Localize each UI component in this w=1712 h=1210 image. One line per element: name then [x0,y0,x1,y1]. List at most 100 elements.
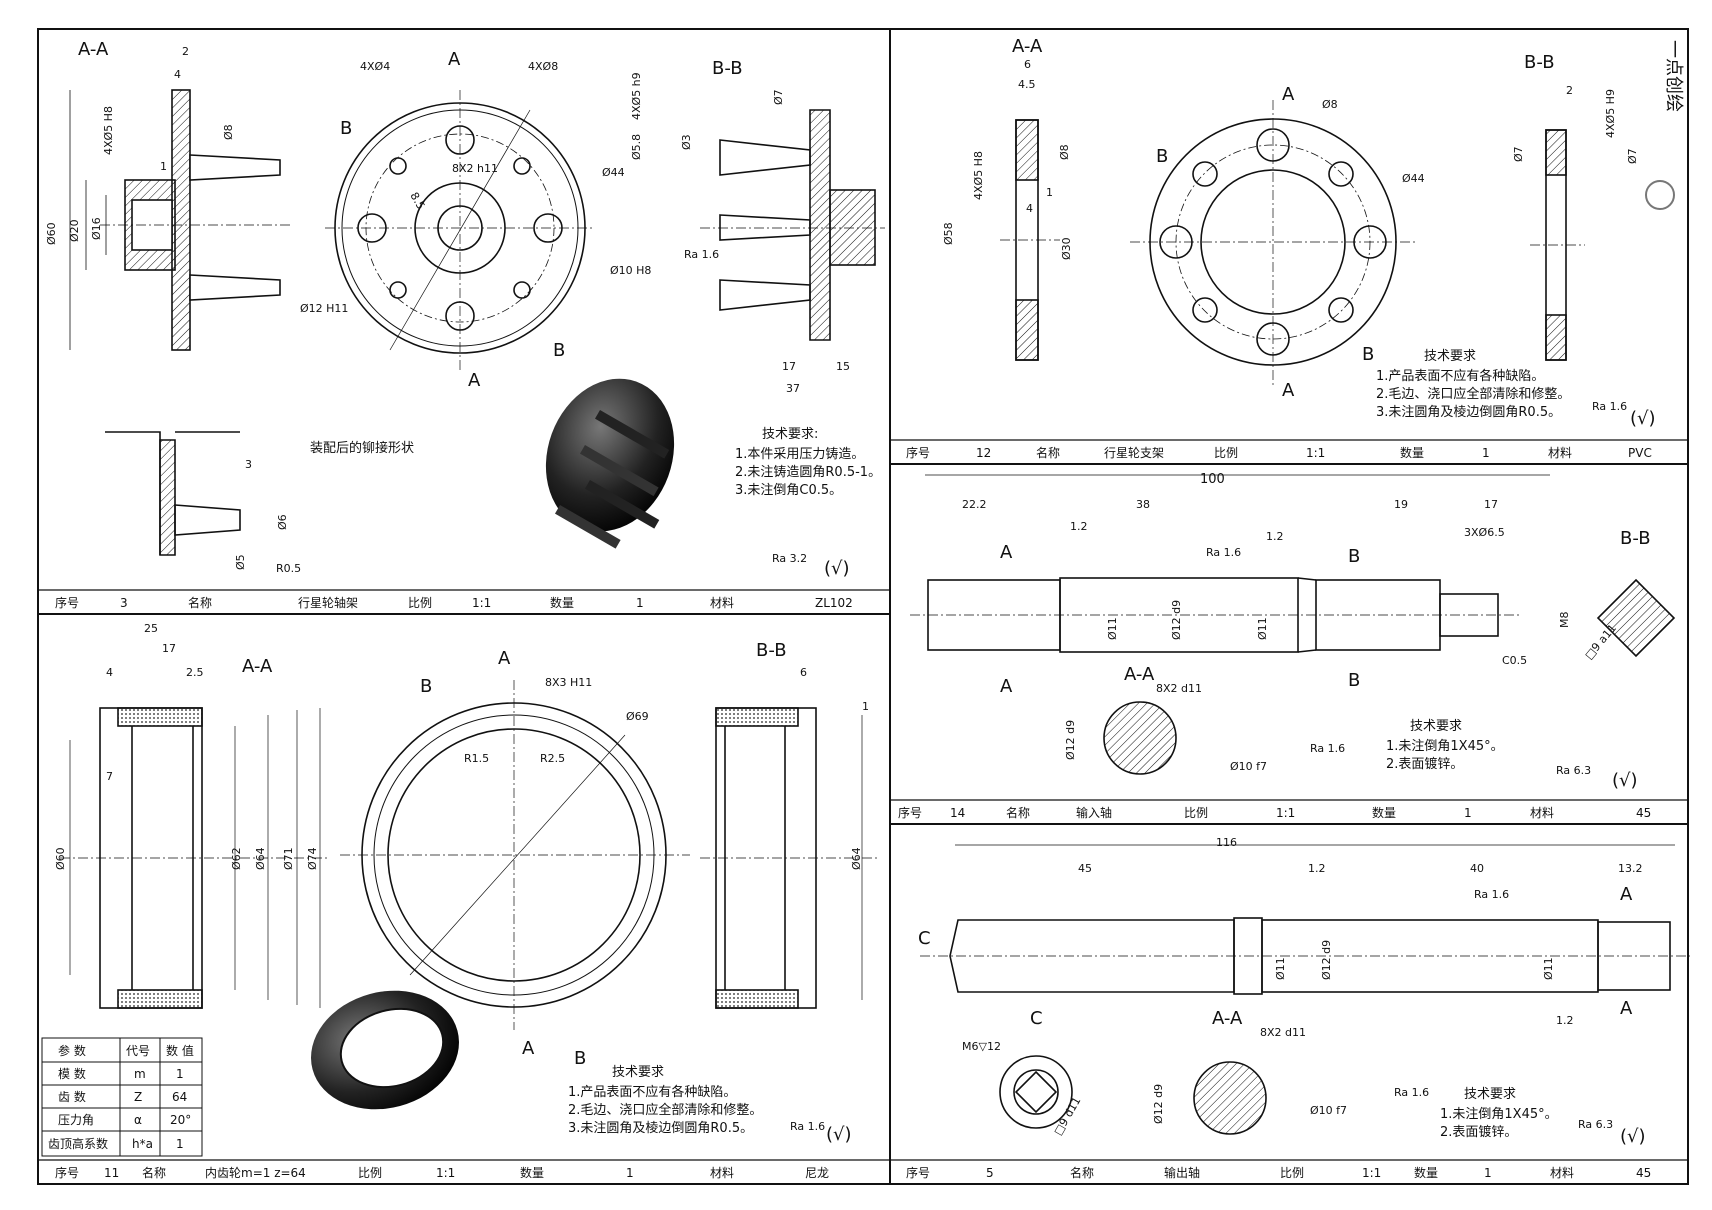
ring-sec-a: A [498,648,511,669]
output-view-aa: A-A [1212,1008,1243,1029]
output-dim: 13.2 [1618,862,1643,875]
carrier-dim: 1 [160,160,167,173]
bracket-dim: Ø8 [1322,98,1338,111]
input-ra: Ra 6.3 [1556,764,1591,777]
bracket-dim: Ø44 [1402,172,1425,185]
output-shaft-panel: 116 45 1.2 40 13.2 Ra 1.6 C A A Ø11 Ø12 … [890,836,1690,1180]
drawing-label: 1:1 [1306,446,1325,460]
carrier-dim: 4XØ4 [360,60,390,73]
carrier-dim: Ø5.8 [630,134,643,160]
input-shaft-panel: 100 22.2 38 19 17 1.2 1.2 3XØ6.5 Ra 1.6 … [890,472,1688,820]
input-dim: 22.2 [962,498,987,511]
drawing-label: 数 值 [166,1043,194,1058]
carrier-ra: Ra 3.2 [772,552,807,565]
ring-dim: Ø64 [850,847,863,870]
carrier-dim: Ø60 [45,222,58,245]
input-tech-line: 1.未注倒角1X45°。 [1386,739,1504,754]
drawing-label: 数量 [1372,805,1396,820]
drawing-label: 行星轮支架 [1104,446,1164,460]
ring-section-view [60,707,330,1009]
drawing-label: 数量 [1414,1165,1438,1180]
input-dim: 1.2 [1070,520,1088,533]
ring-tech-title: 技术要求 [612,1065,664,1080]
output-titleblock-text: 序号 5 名称 输出轴 比例 1:1 数量 1 材料 45 [906,1165,1651,1180]
carrier-sec-a: A [468,370,481,391]
bracket-dim: Ø58 [942,222,955,245]
drawing-label: 名称 [1006,805,1030,820]
drawing-label: 序号 [906,445,930,460]
ring-panel: A-A 25 17 4 2.5 7 Ø60 Ø62 Ø64 Ø71 Ø74 [38,622,890,1180]
drawing-label: 名称 [1070,1165,1094,1180]
input-dim: 17 [1484,498,1498,511]
bracket-sec-a: A [1282,84,1295,105]
carrier-dim: Ø12 H11 [300,302,348,315]
bracket-side-view [1530,129,1585,361]
output-ra: Ra 1.6 [1474,888,1509,901]
drawing-label: 材料 [1548,446,1572,460]
carrier-dim: 17 [782,360,796,373]
ring-sec-b: B [420,676,432,697]
drawing-label: 1 [636,596,644,610]
drawing-label: 数量 [520,1165,544,1180]
output-ra: Ra 6.3 [1578,1118,1613,1131]
drawing-label: 数量 [1400,445,1424,460]
drawing-label: PVC [1628,446,1652,460]
drawing-label: 45 [1636,806,1651,820]
carrier-panel: A-A 2 4 1 4XØ5 H8 Ø8 Ø60 Ø20 Ø16 Ø12 H11 [38,39,890,610]
carrier-dim: Ø16 [90,217,103,240]
ring-dim: Ø64 [254,847,267,870]
output-dim: 1.2 [1308,862,1326,875]
drawing-label: 1 [1482,446,1490,460]
ring-dim: 1 [862,700,869,713]
drawing-label: 齿 数 [58,1089,86,1104]
output-view-c-label: C [1030,1008,1043,1029]
drawing-label: 输出轴 [1164,1165,1200,1180]
carrier-section-view [69,89,290,351]
drawing-label: 输入轴 [1076,805,1112,820]
bracket-dim: 4 [1026,202,1033,215]
carrier-dim: Ø44 [602,166,625,179]
carrier-view-bb: B-B [712,58,743,79]
input-dim: 100 [1200,472,1225,487]
bracket-dim: Ø7 [1512,146,1525,162]
output-c-view [999,1055,1073,1129]
carrier-dim: R0.5 [276,562,301,575]
input-dim: Ø12 d9 [1064,720,1077,760]
input-sec-a: A [1000,676,1013,697]
watermark: 一点创绘 [1645,40,1684,210]
output-dim: 1.2 [1556,1014,1574,1027]
carrier-tech-line: 2.未注铸造圆角R0.5-1。 [735,464,881,480]
carrier-dim: 8X2 h11 [452,162,498,175]
ring-tech-line: 3.未注圆角及棱边倒圆角R0.5。 [568,1120,753,1136]
carrier-3d-render [545,378,675,549]
ring-front-view [340,680,690,1030]
drawing-label: 1 [1464,806,1472,820]
ring-sec-b: B [574,1048,586,1069]
bracket-ra: Ra 1.6 [1592,400,1627,413]
carrier-tech-title: 技术要求: [762,427,818,442]
drawing-label: 12 [976,446,991,460]
input-tech-title: 技术要求 [1410,719,1462,734]
ring-dim: 7 [106,770,113,783]
ring-dim: Ø60 [54,847,67,870]
ring-dim: Ø69 [626,710,649,723]
carrier-rivet-detail [105,431,241,556]
input-titleblock-text: 序号 14 名称 输入轴 比例 1:1 数量 1 材料 45 [898,805,1651,820]
ring-dim: 8X3 H11 [545,676,592,689]
bracket-dim: 4.5 [1018,78,1036,91]
bracket-tech-title: 技术要求 [1424,349,1476,364]
drawing-label: 1:1 [472,596,491,610]
drawing-label: 压力角 [58,1113,94,1127]
drawing-label: 1 [626,1166,634,1180]
bracket-sec-b: B [1362,344,1374,365]
drawing-label: 比例 [358,1166,382,1180]
ring-param-table [41,1037,203,1157]
sheet-frames [37,28,1689,1185]
carrier-tech-line: 1.本件采用压力铸造。 [735,446,864,462]
input-spline-section [1103,701,1177,775]
ring-tech-line: 2.毛边、浇口应全部清除和修整。 [568,1102,762,1118]
carrier-tech-line: 3.未注倒角C0.5。 [735,483,842,498]
output-spline-section [1193,1061,1267,1135]
bracket-dim: 1 [1046,186,1053,199]
